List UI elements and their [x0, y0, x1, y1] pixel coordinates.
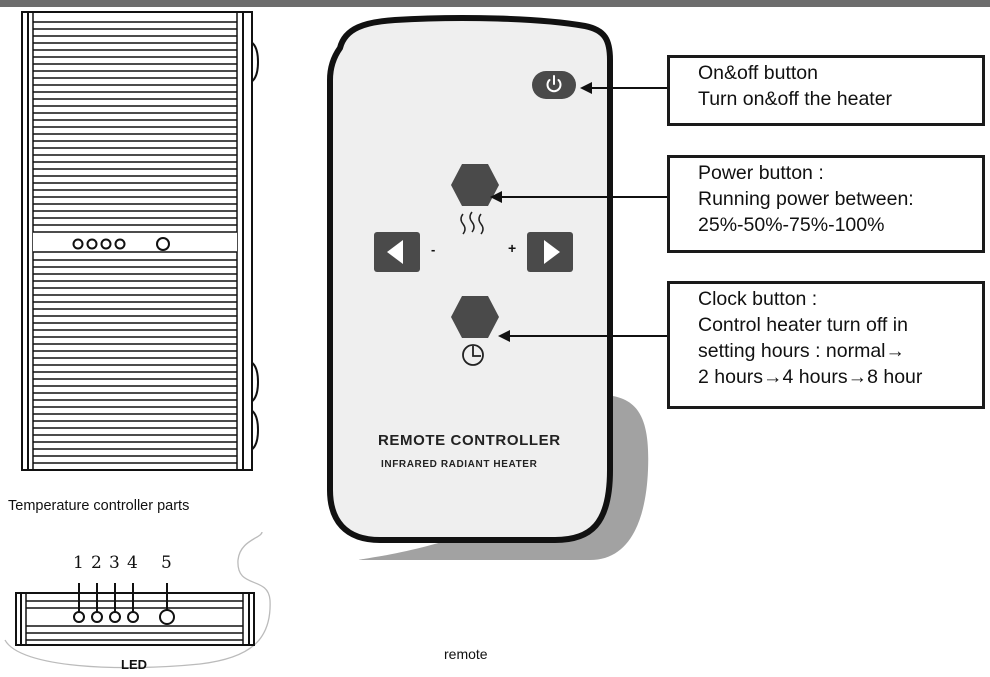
power-callout: Power button : Running power between: 25… — [667, 155, 985, 253]
decrease-button[interactable] — [374, 232, 420, 272]
remote-control — [327, 15, 649, 560]
heater-led-row — [72, 237, 170, 251]
clock-callout-title: Clock button : — [698, 288, 818, 310]
heater-panel — [21, 11, 260, 471]
onoff-callout-desc: Turn on&off the heater — [698, 88, 893, 110]
left-arrow-icon — [387, 240, 403, 264]
plus-symbol: + — [508, 240, 517, 256]
clock-callout: Clock button : Control heater turn off i… — [667, 281, 985, 409]
minus-symbol: - — [431, 242, 436, 257]
remote-subtitle: INFRARED RADIANT HEATER — [381, 459, 538, 470]
power-onoff-button[interactable] — [532, 71, 576, 99]
power-icon — [546, 75, 562, 93]
top-bar — [0, 0, 990, 7]
led-number-3: 3 — [109, 553, 120, 573]
onoff-callout: On&off button Turn on&off the heater — [667, 55, 985, 126]
power-callout-desc: Running power between: — [698, 188, 914, 210]
onoff-callout-title: On&off button — [698, 62, 818, 84]
clock-callout-desc: Control heater turn off in — [698, 314, 908, 336]
power-callout-levels: 25%-50%-75%-100% — [698, 214, 885, 236]
power-callout-title: Power button : — [698, 162, 824, 184]
led-number-1: 1 — [73, 553, 84, 573]
clock-callout-sequence: 2 hours→4 hours→8 hour — [698, 366, 923, 388]
increase-button[interactable] — [527, 232, 573, 272]
led-number-2: 2 — [91, 553, 102, 573]
temperature-controller-caption: Temperature controller parts — [8, 498, 190, 514]
clock-button[interactable] — [451, 296, 499, 338]
led-detail-panel — [4, 531, 271, 669]
led-number-4: 4 — [127, 553, 138, 573]
led-caption: LED — [121, 657, 147, 672]
remote-caption: remote — [444, 646, 488, 662]
heater-fins — [33, 21, 237, 464]
power-level-button[interactable] — [451, 164, 499, 206]
led-number-5: 5 — [161, 553, 172, 573]
clock-callout-hours: setting hours : normal→ — [698, 340, 906, 362]
remote-title: REMOTE CONTROLLER — [378, 432, 561, 449]
right-arrow-icon — [544, 240, 560, 264]
